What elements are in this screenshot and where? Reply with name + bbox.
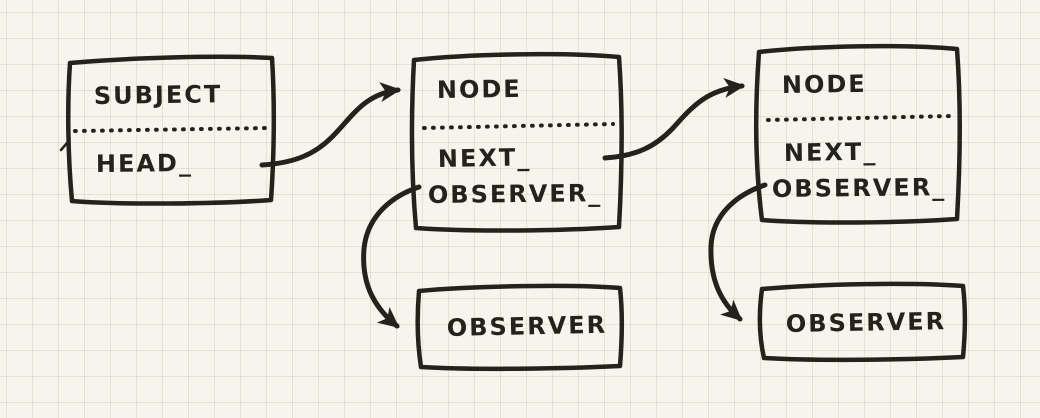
- arrow-next-to-node2: [602, 78, 746, 161]
- arrow-node1-to-observer1: [361, 184, 422, 329]
- node1-title: NODE: [437, 75, 522, 104]
- node2-title: NODE: [782, 70, 867, 99]
- observer1-label: OBSERVER: [447, 311, 608, 342]
- node1-divider-dotted-line: [422, 122, 615, 130]
- node1-field-observer: OBSERVER_: [428, 179, 603, 209]
- observer1-box-outline: [415, 283, 625, 372]
- node2-field-observer: OBSERVER_: [772, 173, 947, 203]
- node2-box-outline: [754, 43, 962, 225]
- node1-field-next: NEXT_: [438, 143, 532, 173]
- node2-divider-dotted-line: [766, 114, 953, 122]
- observer2-box: OBSERVER: [757, 281, 968, 363]
- subject-box-outline: [66, 54, 277, 206]
- subject-title: SUBJECT: [94, 80, 223, 110]
- node1-box: NODE NEXT_ OBSERVER_: [409, 51, 624, 233]
- subject-box: SUBJECT HEAD_: [66, 54, 277, 206]
- arrow-node2-to-observer2: [708, 182, 768, 322]
- stray-pen-mark: [59, 141, 69, 152]
- node2-box: NODE NEXT_ OBSERVER_: [754, 43, 962, 225]
- observer2-label: OBSERVER: [786, 307, 947, 338]
- observer1-box: OBSERVER: [415, 283, 625, 372]
- node2-field-next: NEXT_: [784, 138, 878, 167]
- subject-field-head: HEAD_: [96, 149, 193, 178]
- observer2-box-outline: [757, 281, 968, 363]
- arrow-head-to-node1: [259, 82, 402, 168]
- subject-divider-dotted-line: [73, 126, 269, 133]
